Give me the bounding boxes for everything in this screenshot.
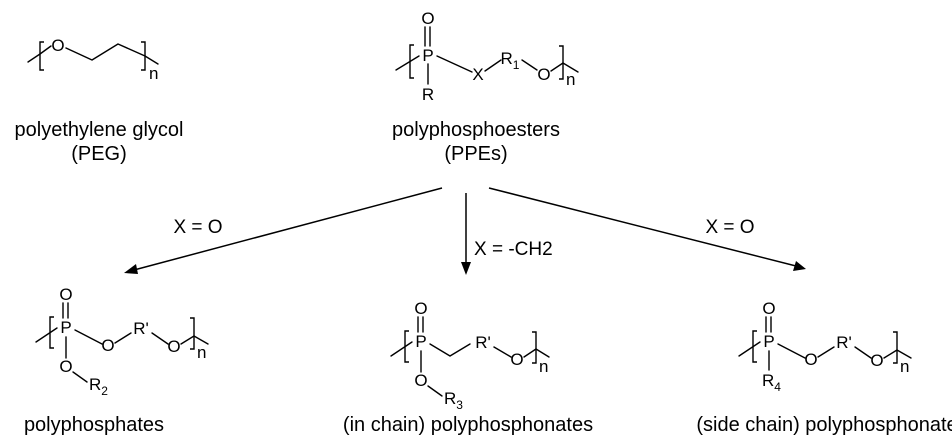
phosphates-name: polyphosphates	[24, 414, 164, 436]
arrow-left	[133, 187, 443, 271]
phosphonates-in-oxygen-side: O	[414, 371, 427, 390]
phosphonates-side-oxygen-1: O	[804, 350, 817, 369]
phosphonates-side-phosphorus: P	[763, 332, 774, 351]
phosphonates-in-oxygen-top: O	[414, 299, 427, 318]
ppe-oxygen-chain: O	[537, 65, 550, 84]
ppe-abbreviation: (PPEs)	[444, 143, 507, 165]
arrow-right-label: X = O	[705, 217, 754, 238]
phosphonates-in-chain-name: (in chain) polyphosphonates	[343, 414, 593, 436]
phosphates-r2-group: R2	[89, 375, 108, 398]
arrow-middle-head	[461, 262, 471, 275]
phosphates-repeat-n: n	[197, 343, 206, 362]
phosphonates-side-r4-group: R4	[762, 371, 781, 394]
phosphonates-in-r-prime: R'	[475, 333, 491, 352]
arrow-middle-label: X = -CH2	[474, 239, 553, 260]
peg-name: polyethylene glycol	[15, 119, 184, 141]
ppe-structure: O P R X R1 O n	[395, 9, 579, 104]
peg-structure: O n	[27, 36, 159, 83]
ppe-phosphorus: P	[422, 46, 433, 65]
phosphonates-side-r-prime: R'	[836, 333, 852, 352]
phosphonates-in-repeat-n: n	[539, 357, 548, 376]
arrow-left-label: X = O	[173, 217, 222, 238]
phosphonates-side-repeat-n: n	[900, 357, 909, 376]
peg-abbreviation: (PEG)	[71, 143, 127, 165]
ppe-x-linker: X	[472, 65, 483, 84]
phosphonates-in-chain-structure: O P R' O n O R3	[390, 299, 550, 412]
phosphates-oxygen-side: O	[59, 357, 72, 376]
phosphonates-side-chain-structure: O P O R' O n R4	[738, 299, 912, 394]
ppe-oxygen-top: O	[421, 9, 434, 28]
phosphates-phosphorus: P	[60, 318, 71, 337]
ppe-repeat-n: n	[566, 70, 575, 89]
ppe-name: polyphosphoesters	[392, 119, 560, 141]
reaction-arrows	[124, 187, 806, 275]
phosphonates-side-chain-name: (side chain) polyphosphonates	[696, 414, 952, 436]
phosphates-r-prime: R'	[133, 319, 149, 338]
peg-oxygen: O	[51, 36, 64, 55]
peg-repeat-n: n	[149, 64, 158, 83]
ppe-r1-group: R1	[501, 49, 520, 72]
phosphonates-in-phosphorus: P	[415, 332, 426, 351]
arrow-right-head	[793, 261, 806, 271]
phosphonates-side-oxygen-top: O	[762, 299, 775, 318]
phosphonates-in-r3-group: R3	[444, 389, 463, 412]
phosphates-structure: O P O R' O n O R2	[35, 285, 209, 398]
ppe-r-group: R	[422, 85, 434, 104]
phosphates-oxygen-1: O	[101, 336, 114, 355]
phosphonates-side-oxygen-2: O	[870, 351, 883, 370]
phosphonates-in-oxygen-2: O	[510, 350, 523, 369]
phosphates-oxygen-2: O	[167, 337, 180, 356]
arrow-left-head	[124, 264, 138, 274]
arrow-right	[488, 187, 797, 267]
phosphates-oxygen-top: O	[59, 285, 72, 304]
